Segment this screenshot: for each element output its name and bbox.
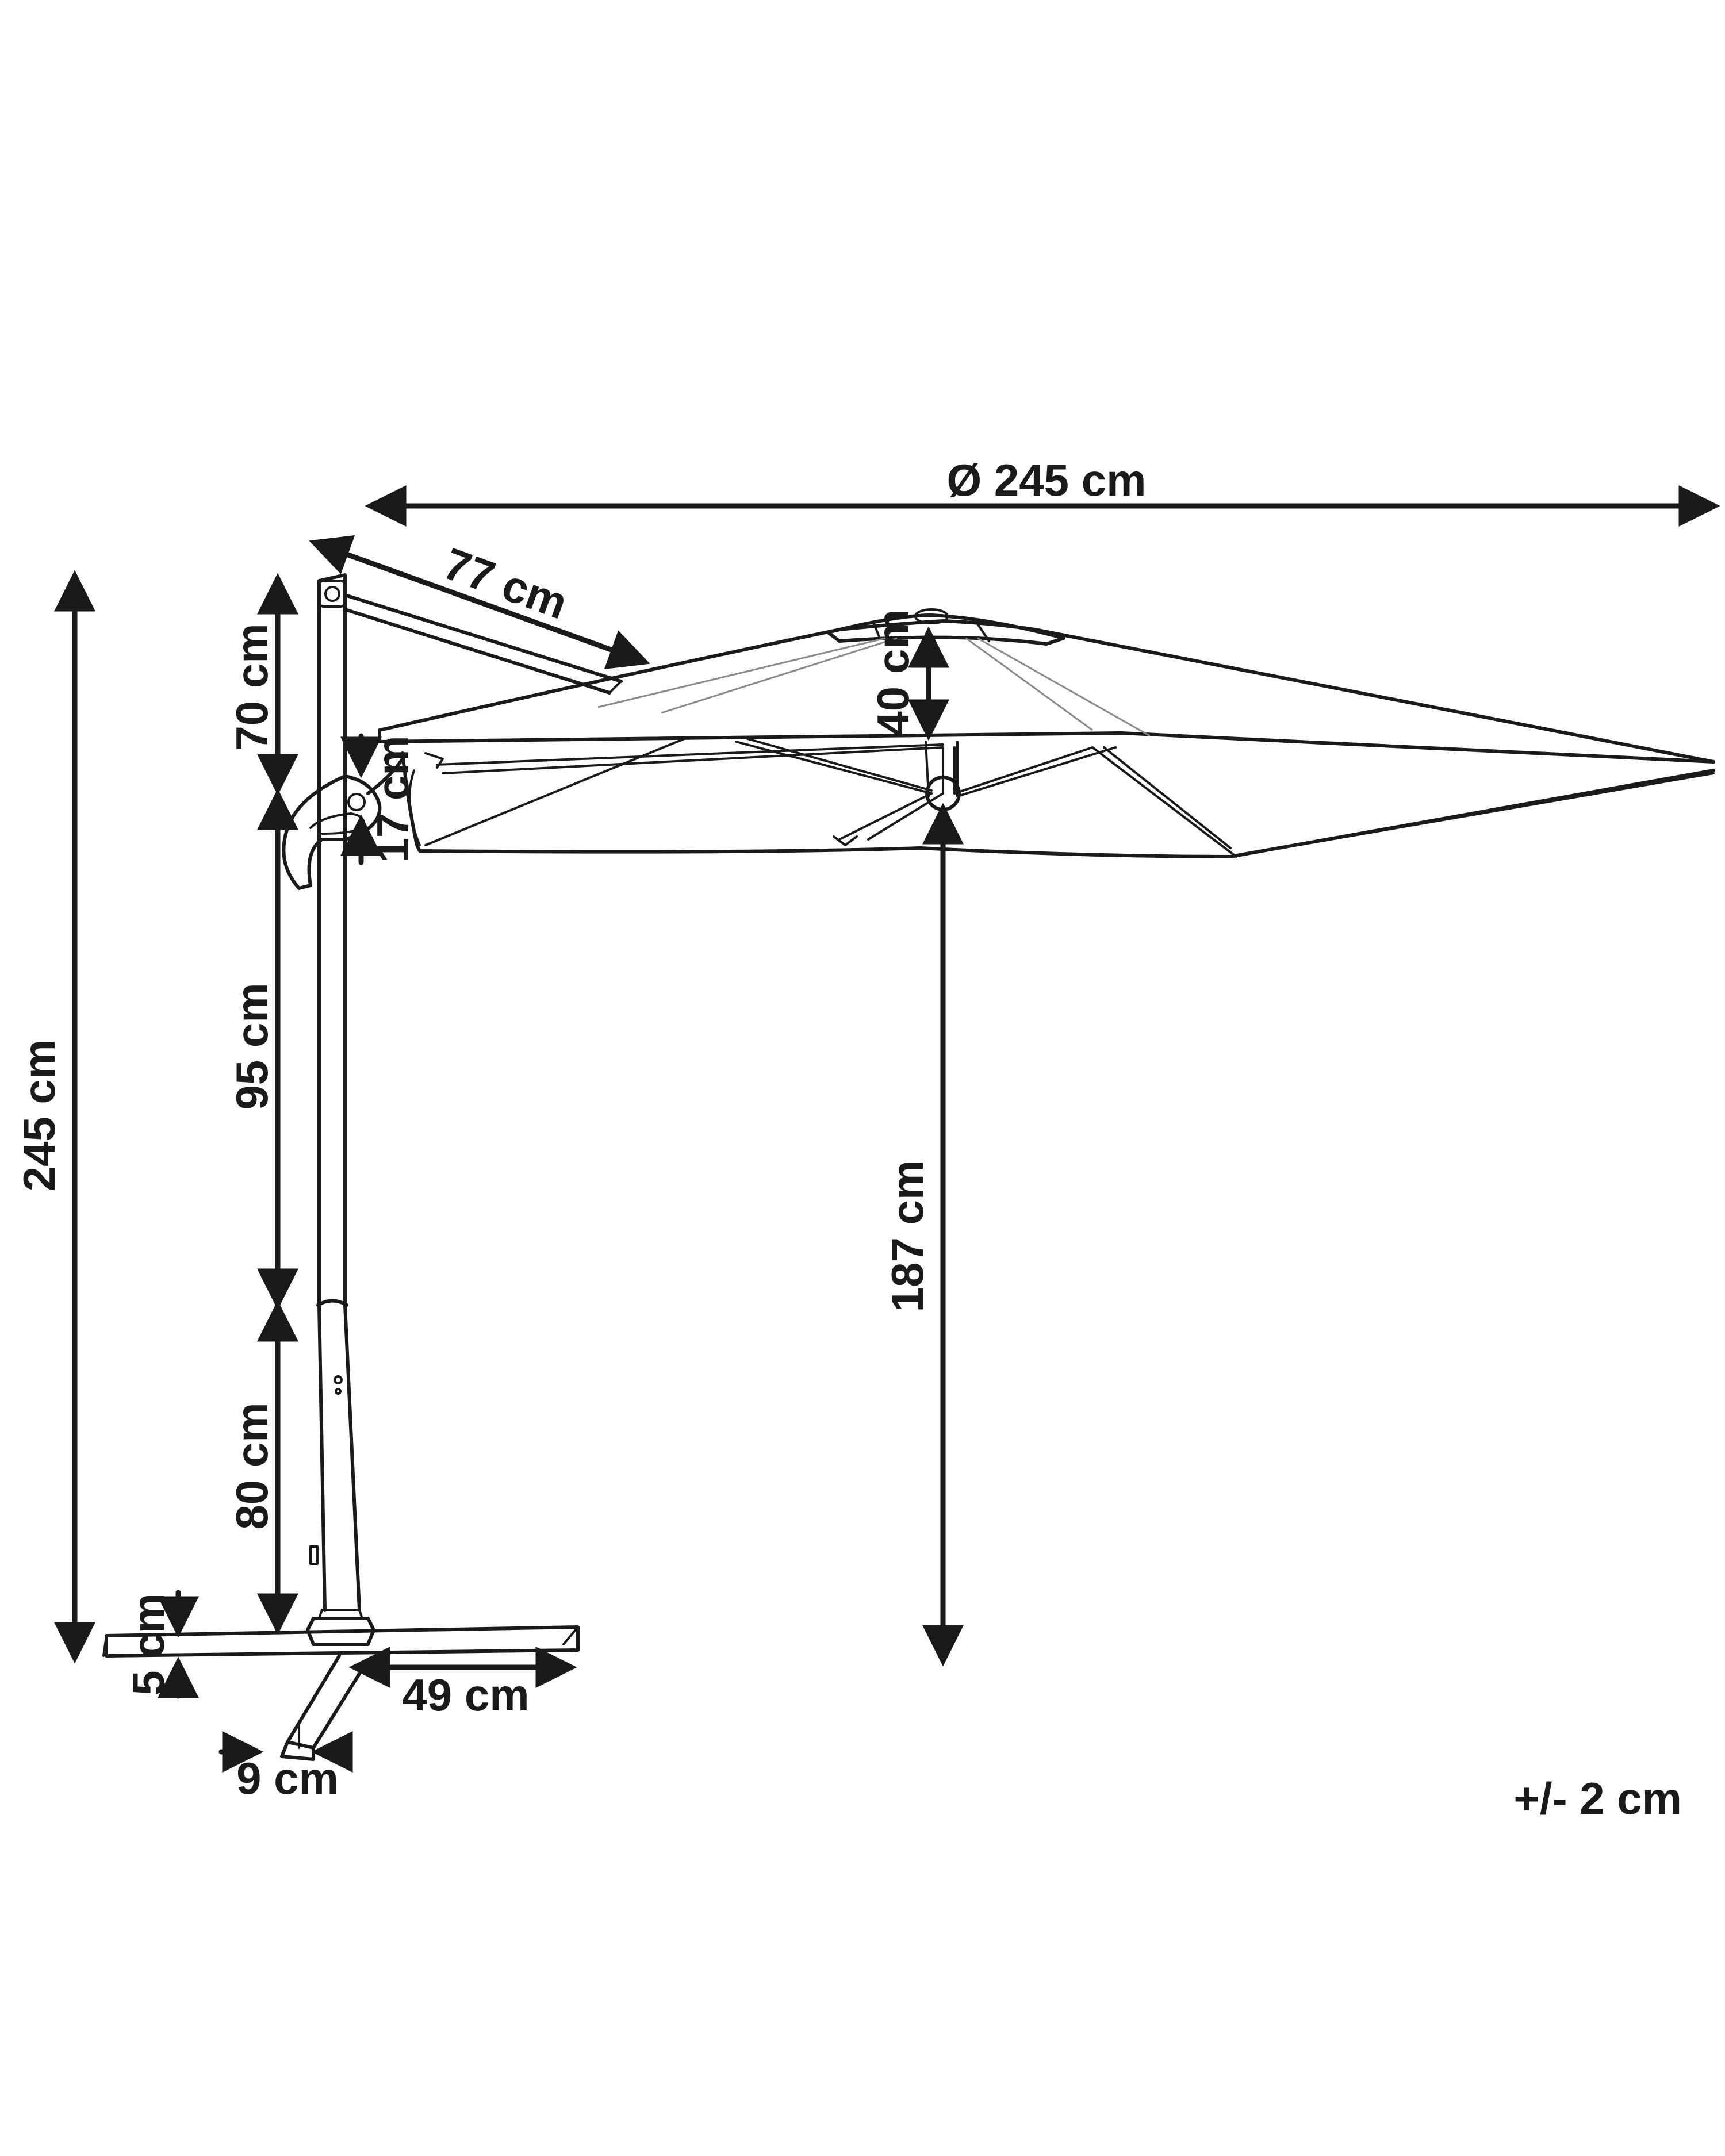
diameter-label: Ø 245 cm [947,455,1147,505]
dimension-labels: Ø 245 cm 77 cm 245 cm 70 cm 17 cm 40 cm … [14,455,1682,1824]
arm-arrow [309,535,650,670]
crank-height-label: 17 cm [367,735,418,862]
base-height-label: 5 cm [123,1593,174,1695]
cross-base [102,1609,580,1761]
top-section-label: 70 cm [227,623,277,750]
top-arm [343,593,623,695]
tolerance-label: +/- 2 cm [1513,1773,1682,1824]
base-arm-label: 49 cm [402,1670,529,1720]
base-width-label: 9 cm [236,1753,339,1804]
total-height-label: 245 cm [14,1039,64,1192]
canopy-depth-label: 40 cm [868,609,918,736]
main-pole [309,573,361,1612]
canopy [378,608,1715,858]
dimension-lines [54,485,1720,1773]
clearance-label: 187 cm [882,1160,933,1313]
lower-pole-label: 80 cm [227,1402,277,1529]
mid-pole-label: 95 cm [227,983,277,1110]
arm-length-label: 77 cm [437,538,574,628]
umbrella-drawing [102,573,1715,1761]
